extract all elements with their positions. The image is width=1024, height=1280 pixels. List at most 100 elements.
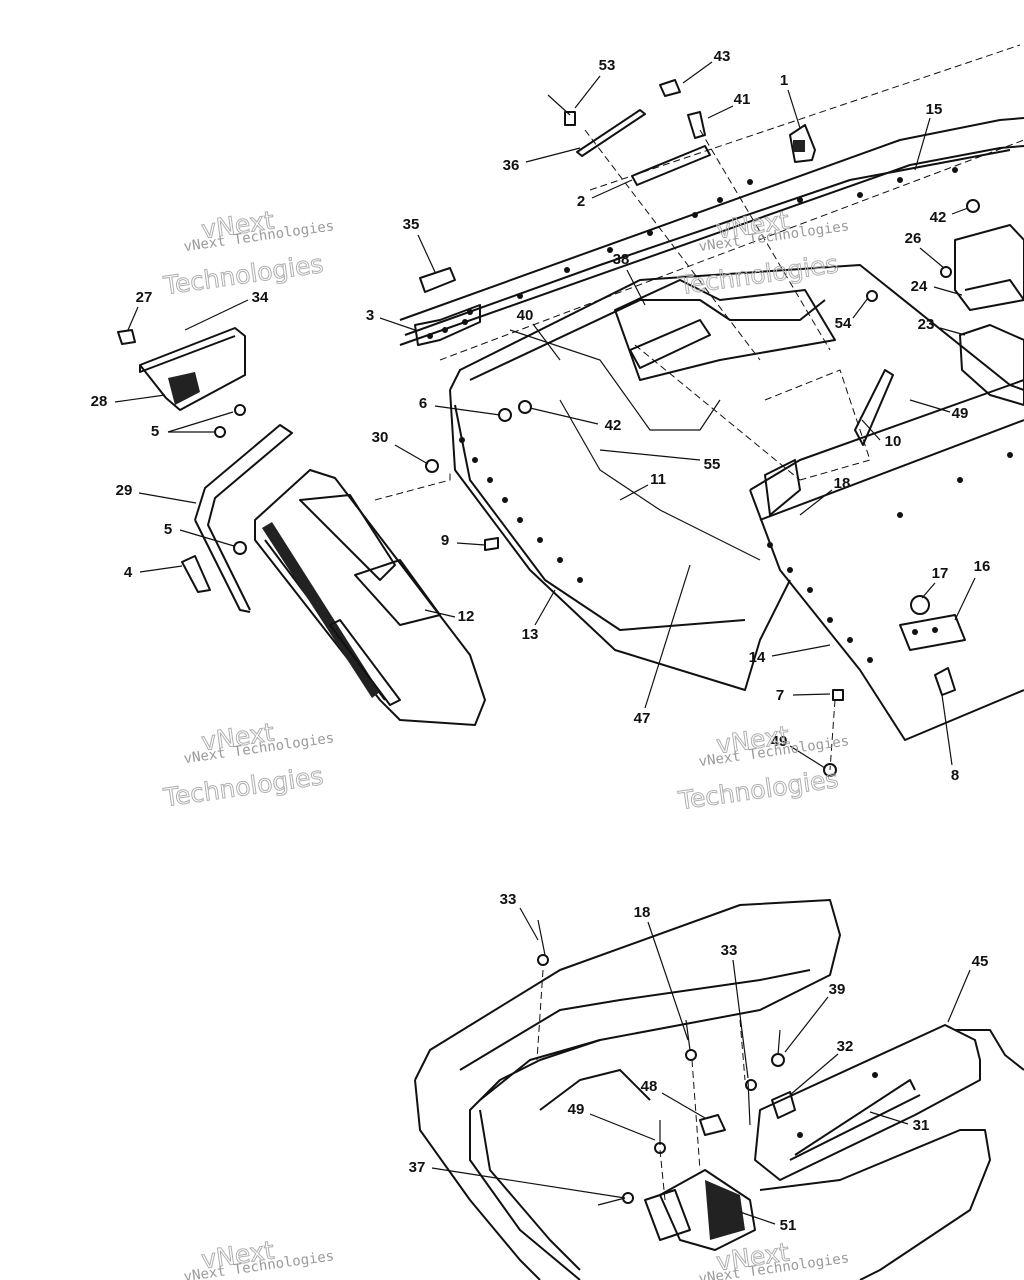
callout-3: 3 xyxy=(366,307,374,324)
bracket-16 xyxy=(899,614,966,651)
callout-2: 2 xyxy=(577,193,585,210)
callout-51: 51 xyxy=(780,1217,797,1234)
control-box xyxy=(954,224,1024,406)
callout-28: 28 xyxy=(91,393,108,410)
clip-4 xyxy=(181,555,211,593)
callout-13: 13 xyxy=(522,626,539,643)
callout-54: 54 xyxy=(835,315,852,332)
bolt-27 xyxy=(117,329,136,345)
top-rail xyxy=(399,44,1024,361)
callout-49: 49 xyxy=(771,733,788,750)
pin-39 xyxy=(777,1029,781,1056)
small-strip xyxy=(576,109,646,157)
leader-lines xyxy=(114,61,976,1225)
callout-42: 42 xyxy=(605,417,622,434)
bracket-45 xyxy=(754,1024,1024,1181)
callout-37: 37 xyxy=(409,1159,426,1176)
callout-49: 49 xyxy=(568,1101,585,1118)
callout-38: 38 xyxy=(613,251,630,268)
callout-12: 12 xyxy=(458,608,475,625)
callout-42: 42 xyxy=(930,209,947,226)
callout-16: 16 xyxy=(974,558,991,575)
callout-10: 10 xyxy=(885,433,902,450)
frame-29 xyxy=(194,424,293,611)
bracket-10 xyxy=(854,369,894,446)
clamp-48 xyxy=(699,1114,726,1136)
callout-17: 17 xyxy=(932,565,949,582)
bracket-18 xyxy=(764,459,801,516)
watermark-technologies: Technologies xyxy=(676,764,840,815)
callout-32: 32 xyxy=(837,1038,854,1055)
pin-18 xyxy=(685,1019,691,1051)
bracket-51 xyxy=(659,1169,756,1251)
cover-34 xyxy=(139,327,246,411)
bracket-37 xyxy=(644,1189,691,1241)
plate-2 xyxy=(631,145,711,186)
upper-assembly xyxy=(374,44,1024,777)
callout-49: 49 xyxy=(952,405,969,422)
strap-38 xyxy=(629,319,711,369)
bolt-5c xyxy=(233,541,247,555)
pin-33a xyxy=(537,919,546,956)
callout-43: 43 xyxy=(714,48,731,65)
callout-33: 33 xyxy=(500,891,517,908)
pin-53-head xyxy=(564,111,576,126)
callout-36: 36 xyxy=(503,157,520,174)
watermark-technologies: Technologies xyxy=(676,249,840,300)
washer-6 xyxy=(498,408,512,422)
bracket-1 xyxy=(789,124,816,163)
clip-32 xyxy=(771,1091,796,1119)
bolt-42b xyxy=(966,199,980,213)
bolt-26 xyxy=(940,266,952,278)
washer-30 xyxy=(425,459,439,473)
callout-34: 34 xyxy=(252,289,269,306)
callout-33: 33 xyxy=(721,942,738,959)
callout-9: 9 xyxy=(441,532,449,549)
callout-23: 23 xyxy=(918,316,935,333)
callout-39: 39 xyxy=(829,981,846,998)
callout-8: 8 xyxy=(951,767,959,784)
callout-41: 41 xyxy=(734,91,751,108)
lower-assembly xyxy=(414,899,1024,1280)
callout-55: 55 xyxy=(704,456,721,473)
bolt-54 xyxy=(866,290,878,302)
lower-hood xyxy=(414,899,841,1280)
callout-6: 6 xyxy=(419,395,427,412)
hood-12 xyxy=(254,469,486,726)
callout-7: 7 xyxy=(776,687,784,704)
lower-arm xyxy=(759,1129,991,1280)
left-assembly xyxy=(117,327,486,726)
callout-11: 11 xyxy=(650,471,666,488)
callout-1: 1 xyxy=(780,72,788,89)
callout-29: 29 xyxy=(116,482,133,499)
callout-40: 40 xyxy=(517,307,534,324)
callout-5: 5 xyxy=(164,521,172,538)
callout-15: 15 xyxy=(926,101,943,118)
callout-5: 5 xyxy=(151,423,159,440)
callout-24: 24 xyxy=(911,278,928,295)
block-28 xyxy=(168,372,200,405)
disc-17 xyxy=(910,595,930,615)
bolt-5b xyxy=(214,426,226,438)
callout-4: 4 xyxy=(124,564,133,581)
front-bracket xyxy=(414,304,481,346)
pin-33b xyxy=(747,1079,751,1126)
washer-42 xyxy=(518,400,532,414)
side-rail xyxy=(749,379,1024,741)
clip-bracket xyxy=(419,267,456,293)
watermark-technologies: Technologies xyxy=(161,761,325,812)
callout-53: 53 xyxy=(599,57,616,74)
callout-18: 18 xyxy=(834,475,851,492)
callout-31: 31 xyxy=(913,1117,930,1134)
callout-35: 35 xyxy=(403,216,420,233)
callout-47: 47 xyxy=(634,710,651,727)
watermark-technologies: Technologies xyxy=(161,249,325,300)
bolt-9 xyxy=(484,537,499,551)
